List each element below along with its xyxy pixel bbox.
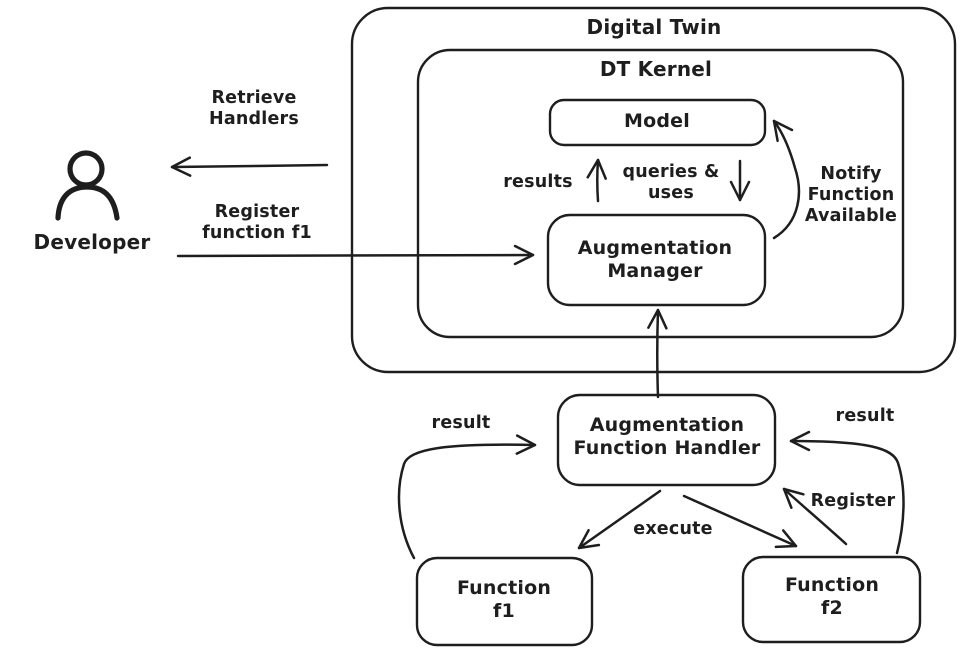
results-label: results [503, 172, 573, 192]
execute-label: execute [633, 519, 713, 539]
execute-f1-arrow [577, 489, 662, 550]
notify-function-available-label: Notify Function Available [804, 164, 898, 226]
register-function-f1-label: Register function f1 [202, 202, 312, 243]
retrieve-handlers-label: Retrieve Handlers [209, 88, 299, 129]
queries-uses-label: queries & uses [622, 162, 720, 203]
handler-to-manager-arrow [647, 308, 668, 399]
augmentation-manager-box [546, 213, 767, 307]
execute-f2-arrow [682, 494, 798, 549]
results-arrow [586, 158, 607, 203]
result-from-f1-label: result [431, 413, 491, 433]
result-from-f2-arrow [789, 430, 905, 555]
result-from-f1-arrow [397, 434, 537, 560]
augmentation-function-handler-box [556, 393, 777, 487]
function-f1-box [415, 556, 594, 647]
retrieve-handlers-arrow [170, 156, 329, 177]
register-from-f2-arrow [782, 487, 848, 546]
result-from-f2-label: result [835, 406, 895, 426]
notify-function-available-arrow [772, 119, 801, 240]
dt-kernel-label: DT Kernel [599, 57, 713, 81]
developer-label: Developer [33, 230, 151, 254]
model-label: Model [624, 110, 690, 132]
digital-twin-label: Digital Twin [586, 15, 722, 39]
person-icon [55, 150, 120, 221]
register-function-f1-arrow [176, 244, 535, 266]
function-f2-box [741, 555, 922, 644]
augmentation-function-handler-label: Augmentation Function Handler [573, 414, 761, 459]
function-f1-label: Function f1 [456, 577, 552, 622]
digital-twin-box [350, 6, 957, 374]
register-from-f2-label: Register [810, 491, 896, 511]
function-f2-label: Function f2 [784, 574, 880, 619]
dt-kernel-box [416, 48, 905, 339]
model-box [548, 98, 767, 147]
augmentation-manager-label: Augmentation Manager [577, 237, 733, 282]
